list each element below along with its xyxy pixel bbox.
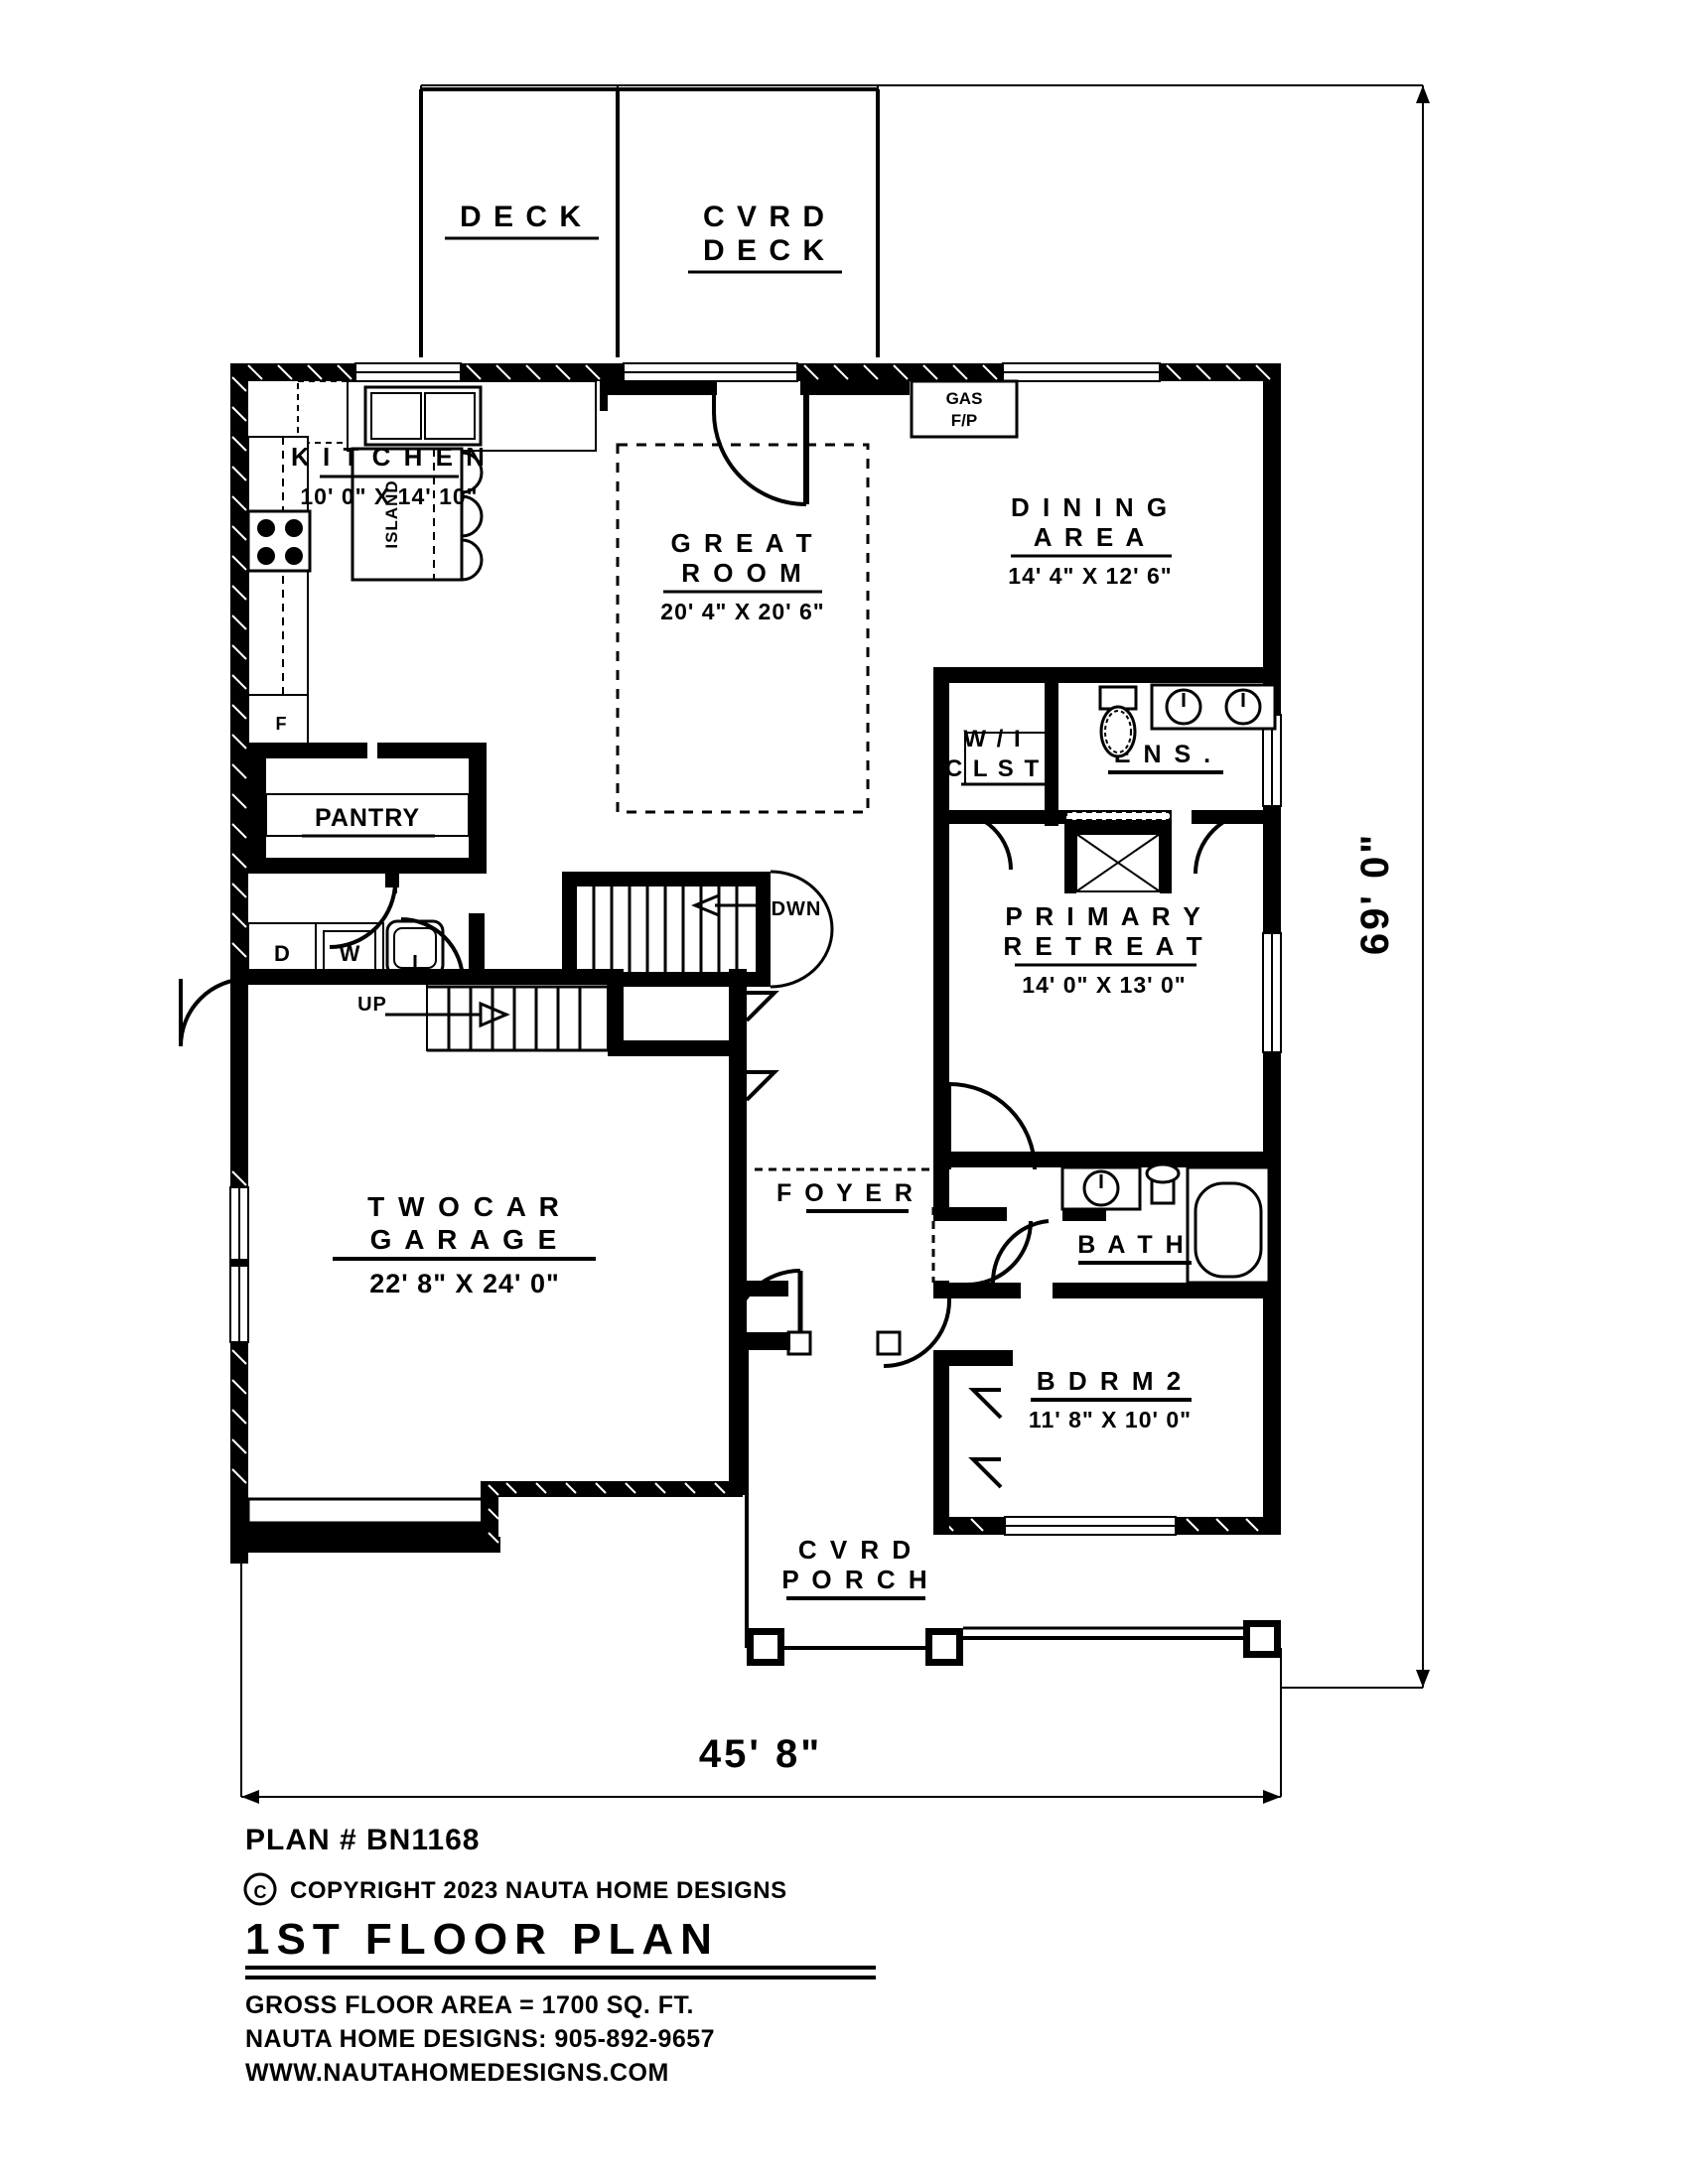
- dining-area-size: 14' 4" X 12' 6": [1008, 563, 1172, 589]
- plan-number: PLAN # BN1168: [245, 1824, 480, 1856]
- gas-fp-label-1: GAS: [946, 389, 983, 408]
- svg-text:C: C: [254, 1882, 267, 1902]
- bdrm2-left-wall: [933, 1350, 949, 1499]
- stair-up-label: UP: [357, 994, 387, 1016]
- gas-fireplace: [910, 379, 1019, 439]
- wi-clst-label-2: C L S T: [945, 755, 1041, 782]
- pantry-shelf: [265, 793, 470, 837]
- garage-right-wall: [729, 1291, 747, 1495]
- wall-node-b: [385, 872, 399, 887]
- primary-retreat-label-2: R E T R E A T: [1003, 931, 1204, 961]
- stair-down-label: DWN: [772, 898, 822, 920]
- stairs-up: [385, 982, 609, 1052]
- bath-vanity: [1060, 1165, 1142, 1211]
- garage-wall-hatch: [488, 1482, 726, 1544]
- room-label-deck: D E C K: [460, 201, 583, 233]
- kitchen-size: 10' 0" X 14' 10": [300, 483, 478, 509]
- wall-seg-a: [606, 381, 717, 395]
- closet-shelf: [964, 732, 1050, 785]
- porch-columns: [747, 1620, 1281, 1666]
- kitchen-label: K I T C H E N: [291, 442, 488, 472]
- top-wall-hatch: [247, 364, 1271, 380]
- garage-bottom-wall: [230, 1537, 500, 1553]
- garage-bottom-wall-2: [485, 1481, 743, 1497]
- spine-door-jogs: [745, 991, 779, 1102]
- company-phone: NAUTA HOME DESIGNS: 905-892-9657: [245, 2025, 715, 2053]
- foyer-label: F O Y E R: [776, 1179, 915, 1207]
- kitchen-area: F ISLAND: [246, 380, 597, 757]
- bath-toilet: [1145, 1162, 1181, 1205]
- gas-fp-label-2: F/P: [951, 411, 977, 430]
- wall-node-c: [469, 913, 485, 983]
- bar-stool-2: [461, 494, 484, 538]
- garage-label-2: G A R A G E: [370, 1224, 560, 1255]
- garage-window: [229, 1186, 249, 1343]
- island-label: ISLAND: [382, 479, 401, 548]
- copyright-text: COPYRIGHT 2023 NAUTA HOME DESIGNS: [290, 1877, 787, 1904]
- website: WWW.NAUTAHOMEDESIGNS.COM: [245, 2059, 669, 2087]
- pantry-label: PANTRY: [315, 804, 420, 832]
- ens-door: [1194, 810, 1259, 875]
- wall-seg-b: [800, 381, 910, 395]
- room-label-cvrd-deck-2: D E C K: [703, 234, 826, 267]
- great-room-size: 20' 4" X 20' 6": [660, 599, 824, 624]
- gross-floor-area: GROSS FLOOR AREA = 1700 SQ. FT.: [245, 1991, 694, 2019]
- wi-clst-label: W / I: [963, 726, 1022, 752]
- bdrm2-closet-doors: [968, 1388, 1003, 1489]
- bdrm2-size: 11' 8" X 10' 0": [1029, 1407, 1192, 1433]
- dryer-label: D: [274, 941, 290, 966]
- great-room-label-2: R O O M: [681, 558, 804, 588]
- wall-stub-a: [600, 381, 608, 411]
- bath-walls: [933, 1152, 1281, 1298]
- dimension-height-label: 69' 0": [1353, 832, 1397, 955]
- wi-clst-door: [951, 810, 1013, 871]
- interior-walls: [248, 969, 788, 1297]
- bdrm2-label: B D R M 2: [1037, 1366, 1184, 1396]
- deck-outline: [419, 87, 880, 357]
- bathtub: [1186, 1165, 1271, 1285]
- bdrm2-bottom: [933, 1516, 1281, 1536]
- page-title: 1ST FLOOR PLAN: [245, 1915, 719, 1964]
- garage-size: 22' 8" X 24' 0": [369, 1269, 560, 1298]
- copyright-symbol: C: [243, 1872, 277, 1906]
- hall-door: [883, 1283, 951, 1368]
- ens-toilet: [1098, 685, 1138, 758]
- bdrm2-closet-wall: [933, 1350, 1013, 1366]
- ens-double-vanity: [1150, 683, 1277, 731]
- entry-door-jambs: [747, 1330, 902, 1356]
- right-windows: [1262, 714, 1282, 1053]
- bath-door: [966, 1219, 1050, 1287]
- top-windows: [354, 362, 1161, 382]
- great-room-dashed-outline: [616, 443, 870, 814]
- pantry-walls: [248, 743, 487, 874]
- bar-stool-1: [461, 451, 484, 494]
- front-entry-door: [731, 1269, 803, 1339]
- ens-shower: [1064, 810, 1172, 893]
- primary-retreat-size: 14' 0" X 13' 0": [1022, 972, 1186, 998]
- fridge-label: F: [276, 714, 287, 734]
- dining-area-label-2: A R E A: [1034, 522, 1147, 552]
- stair-landing-arc: [770, 870, 834, 989]
- great-room-label: G R E A T: [671, 528, 815, 558]
- dimension-width-label: 45' 8": [699, 1732, 822, 1776]
- cvrd-porch-label: C V R D: [798, 1535, 914, 1565]
- garage-label: T W O C A R: [367, 1191, 562, 1222]
- primary-retreat-label: P R I M A R Y: [1005, 901, 1202, 931]
- room-label-cvrd-deck: C V R D: [703, 201, 826, 233]
- cvrd-porch-label-2: P O R C H: [781, 1565, 929, 1594]
- bath-label: B A T H: [1077, 1231, 1186, 1259]
- dimension-arrows: [241, 85, 1430, 1804]
- bar-stool-3: [461, 538, 484, 582]
- kitchen-counter-left: [247, 436, 309, 716]
- side-entry-door: [179, 977, 249, 1047]
- bdrm2-corner: [933, 1499, 949, 1535]
- dining-area-label: D I N I N G: [1011, 492, 1170, 522]
- kitchen-island: [351, 447, 464, 582]
